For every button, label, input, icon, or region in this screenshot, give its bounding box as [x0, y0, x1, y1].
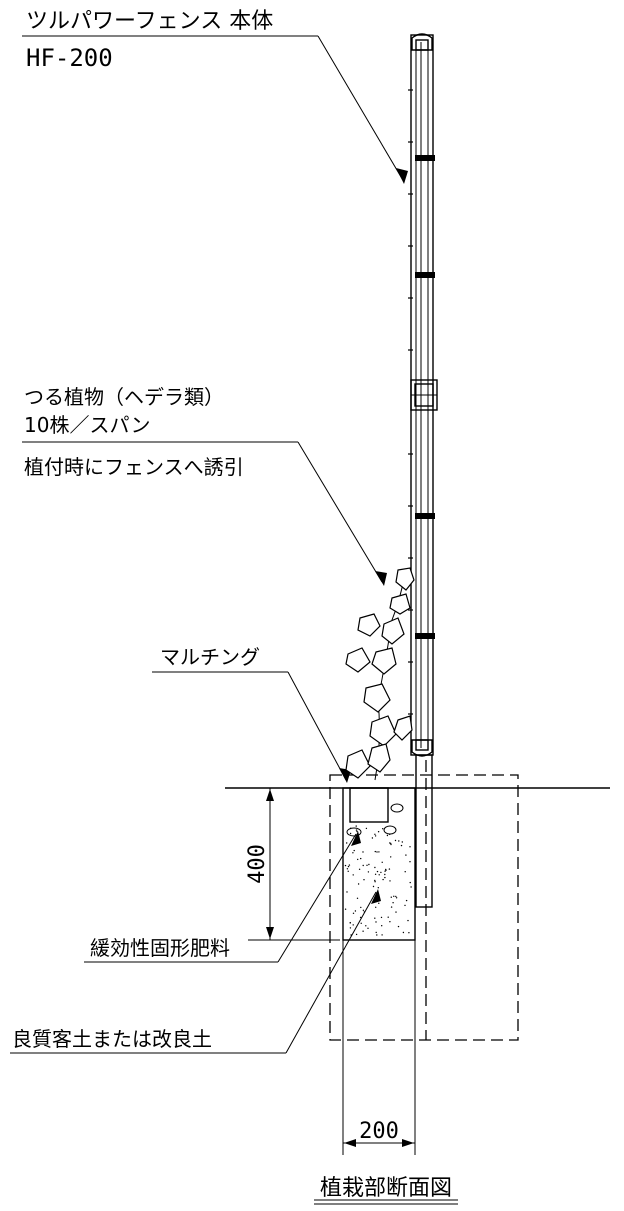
leader-lines — [10, 35, 408, 1054]
fence-model-label: HF-200 — [26, 44, 113, 72]
width-dimension-label: 200 — [359, 1119, 399, 1144]
fence-body-label: ツルパワーフェンス 本体 — [26, 9, 273, 34]
depth-dimension-label: 400 — [245, 844, 270, 884]
plant-count-label: 10株／スパン — [24, 413, 150, 437]
mulching-label: マルチング — [160, 645, 260, 669]
dimension-width — [342, 907, 416, 1155]
fertilizer-label: 緩効性固形肥料 — [90, 936, 230, 960]
ground-and-pit — [225, 754, 610, 1041]
soil-label: 良質客土または改良土 — [12, 1027, 212, 1051]
excavation-outline — [329, 774, 519, 1041]
mulching-block — [349, 787, 389, 823]
post-footing — [415, 754, 433, 908]
soil-stipple — [344, 825, 412, 936]
drawing-title: 植栽部断面図 — [320, 1176, 452, 1201]
planting-note-label: 植付時にフェンスへ誘引 — [24, 455, 244, 479]
fence-body — [408, 33, 438, 757]
plant-name-label: つる植物（ヘデラ類） — [24, 385, 224, 409]
vine-plant — [345, 567, 415, 781]
planting-pit — [342, 787, 416, 941]
dimension-depth — [248, 787, 340, 941]
